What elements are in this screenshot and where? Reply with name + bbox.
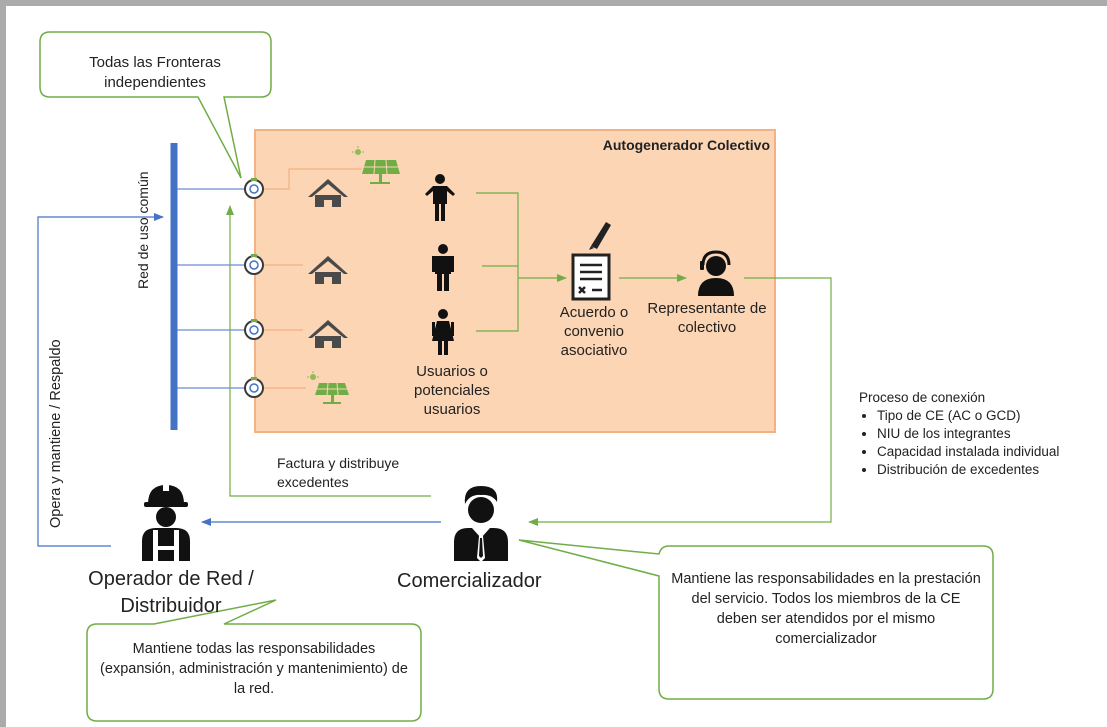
operador-label: Operador de Red / Distribuidor	[88, 568, 254, 617]
representative-icon	[698, 250, 734, 296]
proceso-item: Distribución de excedentes	[877, 461, 1105, 479]
proceso-list: Tipo de CE (AC o GCD) NIU de los integra…	[859, 407, 1105, 479]
representante-label: Representante de colectivo	[647, 300, 767, 336]
proceso-title: Proceso de conexión	[859, 390, 986, 405]
operator-worker-icon	[142, 484, 190, 561]
callout-fronteras-bubble	[39, 31, 272, 179]
solar-panel-icons	[307, 146, 400, 404]
user-person-icons	[425, 174, 455, 355]
seller-businessman-icon	[454, 486, 508, 562]
factura-label: Factura y distribuye excedentes	[277, 455, 400, 490]
diagram-canvas: Todas las Fronteras independientes Autog…	[6, 6, 1107, 727]
comercializador-label: Comercializador	[397, 570, 542, 592]
autogenerador-panel	[254, 129, 776, 433]
usuarios-label: Usuarios o potenciales usuarios	[414, 363, 490, 418]
callout-fronteras-text: Todas las Fronteras independientes	[89, 54, 221, 91]
callout-comercializador-text: Mantiene las responsabilidades en la pre…	[671, 571, 981, 647]
diagram-graphics	[37, 31, 994, 722]
callout-operador-text: Mantiene todas las responsabilidades (ex…	[100, 641, 408, 697]
proceso-item: Tipo de CE (AC o GCD)	[877, 407, 1105, 425]
acuerdo-label: Acuerdo o convenio asociativo	[559, 304, 629, 359]
callout-comercializador-bubble	[518, 539, 994, 700]
agreement-document-icon	[571, 222, 611, 301]
house-icons	[308, 179, 348, 348]
proceso-item: Capacidad instalada individual	[877, 443, 1105, 461]
callout-operador-bubble	[86, 599, 422, 722]
proceso-conexion: Proceso de conexión Tipo de CE (AC o GCD…	[859, 389, 1105, 479]
red-uso-comun-label: Red de uso común	[135, 171, 151, 289]
proceso-item: NIU de los integrantes	[877, 425, 1105, 443]
autogenerador-title: Autogenerador Colectivo	[602, 137, 770, 153]
meter-icons	[244, 178, 264, 398]
opera-mantiene-label: Opera y mantiene / Respaldo	[48, 339, 64, 528]
